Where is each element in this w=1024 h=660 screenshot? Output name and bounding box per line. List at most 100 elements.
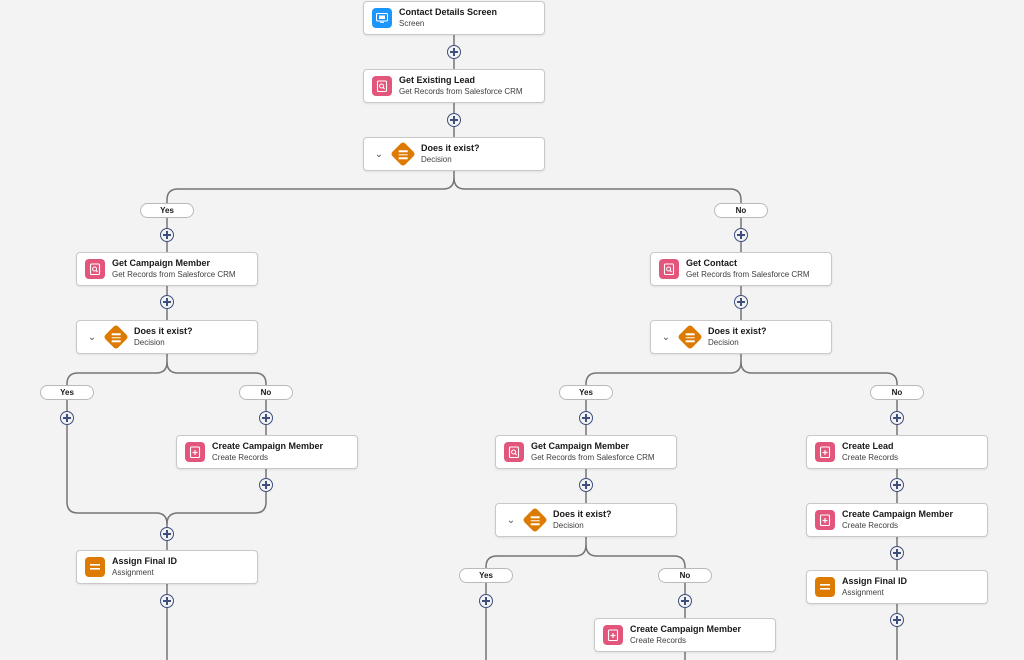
decision-icon xyxy=(103,324,129,350)
element-title: Does it exist? xyxy=(134,326,193,336)
element-type: Screen xyxy=(399,19,425,28)
element-type: Decision xyxy=(134,338,165,347)
element-type: Decision xyxy=(553,521,584,530)
add-element-button[interactable] xyxy=(160,228,174,242)
get-records-icon xyxy=(372,76,392,96)
connector-line xyxy=(585,352,742,436)
assign-final-id-element[interactable]: Assign Final ID Assignment xyxy=(806,570,988,604)
branch-label-no[interactable]: No xyxy=(870,385,924,400)
add-element-button[interactable] xyxy=(890,613,904,627)
add-element-button[interactable] xyxy=(678,594,692,608)
add-element-button[interactable] xyxy=(259,478,273,492)
element-title: Contact Details Screen xyxy=(399,7,498,17)
add-element-button[interactable] xyxy=(160,295,174,309)
branch-label-yes[interactable]: Yes xyxy=(40,385,94,400)
add-element-button[interactable] xyxy=(60,411,74,425)
connector-line xyxy=(66,352,168,551)
add-element-button[interactable] xyxy=(579,411,593,425)
branch-label-no[interactable]: No xyxy=(239,385,293,400)
element-type: Assignment xyxy=(112,568,154,577)
element-type: Assignment xyxy=(842,588,884,597)
element-title: Does it exist? xyxy=(708,326,767,336)
connector-line xyxy=(585,544,686,619)
connector-line xyxy=(166,170,455,253)
create-records-icon xyxy=(185,442,205,462)
add-element-button[interactable] xyxy=(890,546,904,560)
screen-icon xyxy=(372,8,392,28)
element-title: Create Campaign Member xyxy=(842,509,954,519)
add-element-button[interactable] xyxy=(447,113,461,127)
decision-element[interactable]: ⌄ Does it exist? Decision xyxy=(495,503,677,537)
chevron-down-icon[interactable]: ⌄ xyxy=(87,331,97,343)
add-element-button[interactable] xyxy=(160,594,174,608)
element-type: Decision xyxy=(708,338,739,347)
add-element-button[interactable] xyxy=(579,478,593,492)
element-title: Get Campaign Member xyxy=(112,258,211,268)
decision-element[interactable]: ⌄ Does it exist? Decision xyxy=(650,320,832,354)
connector-line xyxy=(485,535,587,660)
element-title: Assign Final ID xyxy=(842,576,908,586)
add-element-button[interactable] xyxy=(734,295,748,309)
chevron-down-icon[interactable]: ⌄ xyxy=(506,514,516,526)
connector-line xyxy=(166,361,267,436)
element-type: Create Records xyxy=(630,636,687,645)
add-element-button[interactable] xyxy=(447,45,461,59)
add-element-button[interactable] xyxy=(259,411,273,425)
assignment-icon xyxy=(85,557,105,577)
element-type: Get Records from Salesforce CRM xyxy=(399,87,523,96)
element-title: Get Campaign Member xyxy=(531,441,630,451)
create-records-icon xyxy=(815,510,835,530)
assignment-icon xyxy=(815,577,835,597)
add-element-button[interactable] xyxy=(890,411,904,425)
element-title: Does it exist? xyxy=(553,509,612,519)
element-type: Create Records xyxy=(842,453,899,462)
element-title: Get Contact xyxy=(686,258,738,268)
connector-line xyxy=(740,361,898,436)
element-type: Create Records xyxy=(212,453,269,462)
add-element-button[interactable] xyxy=(890,478,904,492)
get-records-icon xyxy=(504,442,524,462)
add-element-button[interactable] xyxy=(734,228,748,242)
get-records-icon xyxy=(659,259,679,279)
branch-label-no[interactable]: No xyxy=(658,568,712,583)
element-type: Get Records from Salesforce CRM xyxy=(112,270,236,279)
connector-line xyxy=(453,177,742,253)
create-records-icon xyxy=(815,442,835,462)
add-element-button[interactable] xyxy=(160,527,174,541)
element-type: Create Records xyxy=(842,521,899,530)
element-type: Decision xyxy=(421,155,452,164)
element-title: Create Lead xyxy=(842,441,894,451)
decision-element[interactable]: ⌄ Does it exist? Decision xyxy=(76,320,258,354)
element-title: Create Campaign Member xyxy=(212,441,324,451)
assign-final-id-element[interactable]: Assign Final ID Assignment xyxy=(76,550,258,584)
element-title: Create Campaign Member xyxy=(630,624,742,634)
branch-label-yes[interactable]: Yes xyxy=(459,568,513,583)
element-type: Get Records from Salesforce CRM xyxy=(686,270,810,279)
create-records-icon xyxy=(603,625,623,645)
decision-icon xyxy=(677,324,703,350)
get-records-icon xyxy=(85,259,105,279)
element-type: Get Records from Salesforce CRM xyxy=(531,453,655,462)
decision-icon xyxy=(390,141,416,167)
decision-element[interactable]: ⌄ Does it exist? Decision xyxy=(363,137,545,171)
add-element-button[interactable] xyxy=(479,594,493,608)
element-title: Get Existing Lead xyxy=(399,75,476,85)
chevron-down-icon[interactable]: ⌄ xyxy=(661,331,671,343)
chevron-down-icon[interactable]: ⌄ xyxy=(374,148,384,160)
decision-icon xyxy=(522,507,548,533)
branch-label-no[interactable]: No xyxy=(714,203,768,218)
element-title: Does it exist? xyxy=(421,143,480,153)
element-title: Assign Final ID xyxy=(112,556,178,566)
branch-label-yes[interactable]: Yes xyxy=(559,385,613,400)
branch-label-yes[interactable]: Yes xyxy=(140,203,194,218)
